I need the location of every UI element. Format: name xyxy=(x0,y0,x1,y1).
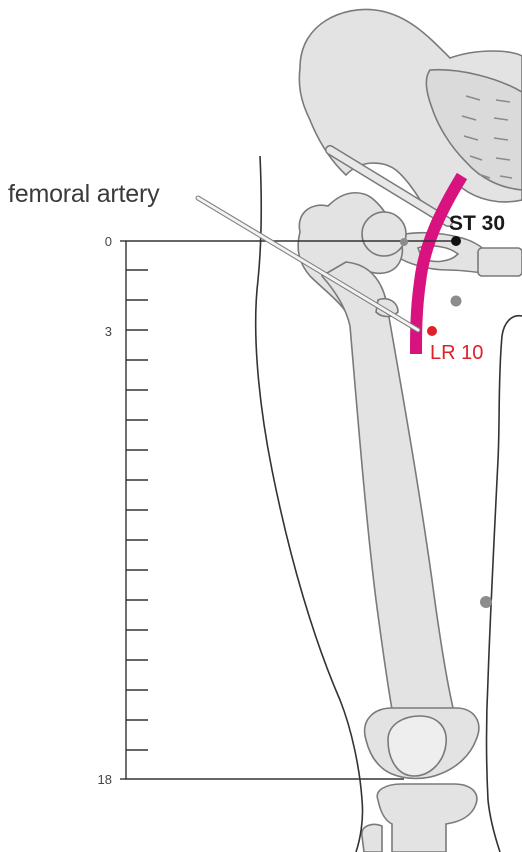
point-lr10-label: LR 10 xyxy=(430,343,483,363)
point-lr10-marker xyxy=(427,326,437,336)
secondary-point-marker xyxy=(400,238,408,246)
scale-tick-label: 3 xyxy=(92,324,112,339)
pubic-symphysis xyxy=(478,248,522,276)
scale-ticks xyxy=(120,241,148,779)
scale-tick-label: 0 xyxy=(92,234,112,249)
scale-tick-label: 18 xyxy=(92,772,112,787)
femur xyxy=(298,193,479,779)
point-st30-label: ST 30 xyxy=(449,213,505,234)
femoral-artery-label: femoral artery xyxy=(8,182,159,207)
secondary-point-marker xyxy=(451,296,462,307)
tibia xyxy=(362,784,477,852)
secondary-point-marker xyxy=(480,596,492,608)
point-st30-marker xyxy=(451,236,461,246)
